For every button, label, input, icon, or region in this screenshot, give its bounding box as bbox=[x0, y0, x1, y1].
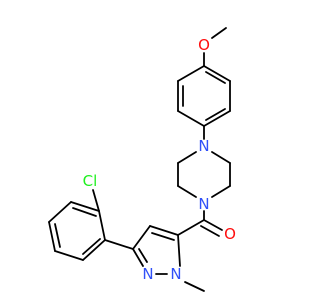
bond-ring2-a bbox=[98, 210, 106, 241]
bond-methyl-o bbox=[211, 27, 227, 39]
atom-nitrogen-piperazine-top: N bbox=[198, 137, 209, 155]
bond-pyr-c5-c4 bbox=[149, 225, 179, 236]
bond-pip-d bbox=[177, 185, 197, 198]
bond-pyr-double-c3n2 bbox=[138, 248, 148, 263]
bond-ring1-c bbox=[203, 110, 231, 127]
atom-nitrogen-piperazine-bottom: N bbox=[198, 195, 209, 213]
bond-carbonyl-o-2 bbox=[200, 225, 220, 237]
bond-pyr-double-c4c5 bbox=[151, 232, 175, 241]
molecule-canvas: O N N O Cl N N bbox=[48, 27, 236, 292]
bond-pyr-c3-n2 bbox=[132, 248, 144, 267]
atom-oxygen-methoxy: O bbox=[198, 36, 210, 54]
atom-nitrogen-pyrazole-n2: N bbox=[142, 265, 153, 283]
bond-ring1-d bbox=[177, 110, 205, 127]
bond-pyr-n1-c5 bbox=[177, 234, 181, 267]
bond-ring1-double-1 bbox=[205, 71, 226, 84]
bond-ring1-double-2 bbox=[205, 108, 226, 121]
bond-pip-a bbox=[211, 151, 231, 164]
bond-carbonyl-pyrazole bbox=[177, 219, 205, 236]
bond-ring2-double-1 bbox=[72, 207, 97, 217]
atom-chlorine: Cl bbox=[83, 172, 98, 190]
bond-n-methyl bbox=[184, 281, 205, 292]
bond-ring1-a bbox=[203, 65, 231, 82]
atom-nitrogen-pyrazole-n1: N bbox=[170, 265, 181, 283]
bond-carbonyl-o-1 bbox=[203, 219, 223, 231]
bond-ring2-d bbox=[48, 221, 56, 252]
bond-pyr-c4-c3 bbox=[132, 225, 151, 250]
bond-aryl-cl bbox=[92, 189, 100, 212]
bond-pip-f bbox=[177, 151, 197, 164]
atom-oxygen-carbonyl: O bbox=[224, 225, 236, 243]
bond-pyrazole-aryl bbox=[104, 239, 134, 250]
bond-ring2-e bbox=[54, 250, 84, 261]
bond-ring2-b bbox=[70, 201, 100, 212]
bond-ring2-double-3 bbox=[82, 238, 101, 255]
bond-ring1-f bbox=[177, 65, 205, 82]
bond-ring2-double-2 bbox=[54, 223, 61, 248]
bond-pip-c bbox=[211, 185, 231, 198]
molecule-structure-diagram: O N N O Cl N N bbox=[48, 27, 236, 292]
bond-ring2-c bbox=[48, 201, 72, 223]
bond-ring2-f bbox=[82, 239, 106, 261]
